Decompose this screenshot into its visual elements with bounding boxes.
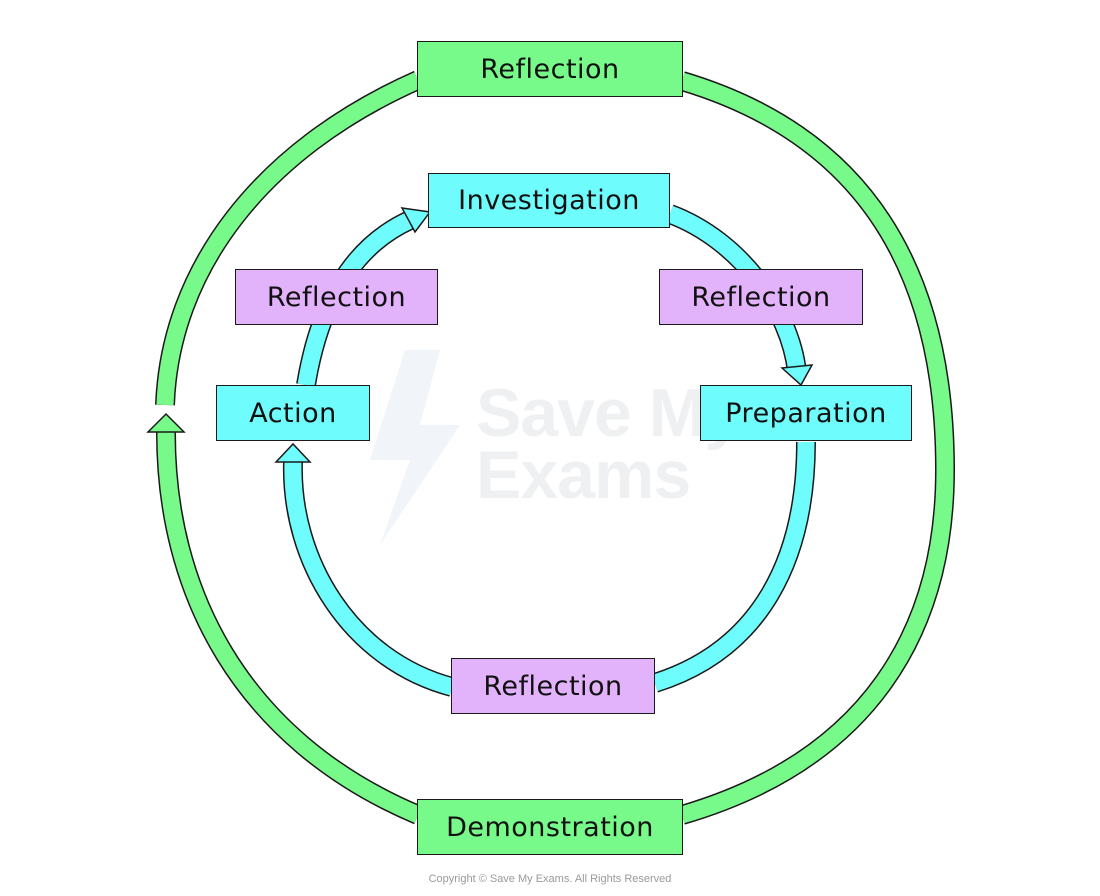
node-action: Action [216,385,370,441]
inner-arrowhead-investigation [400,207,432,234]
inner-arrowhead-action [274,442,312,463]
copyright-text: Copyright © Save My Exams. All Rights Re… [428,873,672,885]
watermark-line2: Exams [476,437,691,513]
node-outer-reflection: Reflection [417,41,683,97]
node-reflection-top-left: Reflection [235,269,438,325]
node-reflection-top-right: Reflection [659,269,863,325]
watermark-bolt-icon [370,350,460,545]
node-preparation: Preparation [700,385,912,441]
watermark: Save My Exams [476,375,742,513]
node-demonstration: Demonstration [417,799,683,855]
inner-arrowhead-preparation [780,364,814,387]
outer-arrowhead [146,412,186,433]
node-reflection-bottom: Reflection [451,658,655,714]
watermark-line1: Save My [476,375,742,451]
node-investigation: Investigation [428,173,670,228]
